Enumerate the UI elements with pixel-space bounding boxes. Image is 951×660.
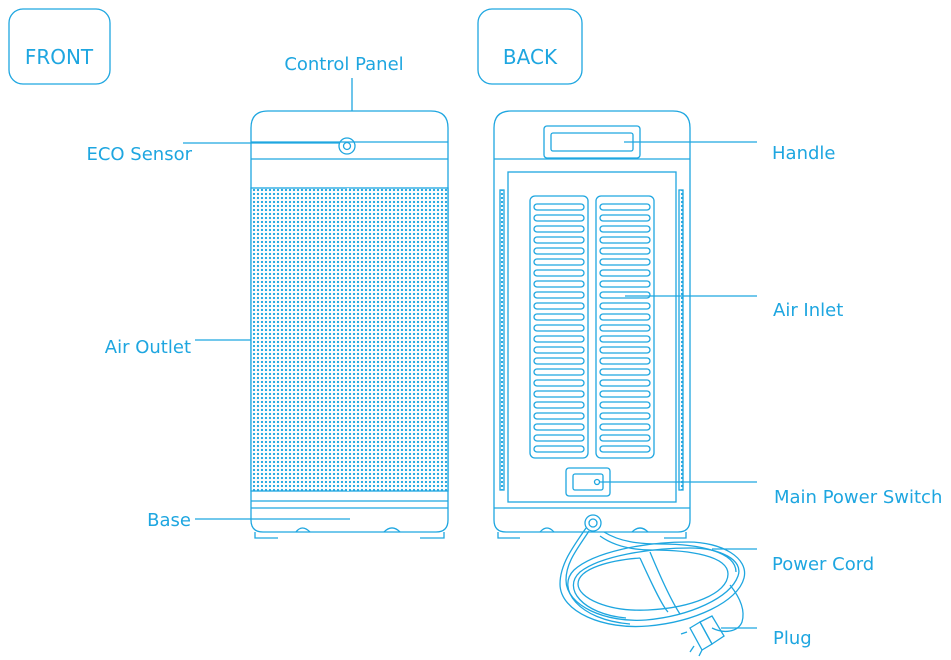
- vent-slat: [533, 390, 585, 398]
- vent-slat: [533, 368, 585, 376]
- vent-slat: [599, 390, 651, 398]
- air-inlet-panel: [507, 171, 677, 503]
- vent-slat: [533, 225, 585, 233]
- back-tag-box: [477, 8, 583, 85]
- label-air-inlet: Air Inlet: [773, 300, 843, 321]
- vent-slat: [533, 236, 585, 244]
- vent-slat: [599, 412, 651, 420]
- label-base: Base: [147, 510, 191, 531]
- vent-slat: [599, 434, 651, 442]
- label-eco-sensor: ECO Sensor: [86, 144, 192, 165]
- vent-slat: [533, 401, 585, 409]
- vent-slat: [599, 379, 651, 387]
- vent-slat: [533, 346, 585, 354]
- air-inlet-vents: [533, 203, 651, 453]
- vent-slat: [599, 203, 651, 211]
- cord-grommet: [584, 514, 602, 532]
- vent-slat: [533, 280, 585, 288]
- vent-slat: [599, 291, 651, 299]
- back-body-outline: [493, 110, 691, 533]
- vent-slat: [599, 269, 651, 277]
- vent-slat: [533, 335, 585, 343]
- vent-slat: [599, 423, 651, 431]
- label-main-power-switch: Main Power Switch: [774, 487, 942, 508]
- back-tag: BACK: [503, 45, 558, 69]
- front-feet: [254, 527, 445, 539]
- vent-slat: [533, 291, 585, 299]
- vent-slat: [533, 379, 585, 387]
- vent-slat: [533, 434, 585, 442]
- vent-slat: [533, 258, 585, 266]
- vent-slat: [533, 357, 585, 365]
- vent-slat: [533, 247, 585, 255]
- back-view: [477, 8, 757, 657]
- vent-slat: [599, 335, 651, 343]
- vent-slat: [599, 280, 651, 288]
- label-air-outlet: Air Outlet: [105, 337, 191, 358]
- vent-slat: [599, 302, 651, 310]
- vent-slat: [599, 324, 651, 332]
- air-outlet-grille: [250, 187, 449, 492]
- vent-slat: [533, 214, 585, 222]
- front-view: [8, 8, 449, 539]
- vent-slat: [599, 368, 651, 376]
- vent-slat: [599, 357, 651, 365]
- vent-slat: [599, 401, 651, 409]
- vent-slat: [599, 214, 651, 222]
- vent-slat: [599, 236, 651, 244]
- vent-slat: [533, 423, 585, 431]
- vent-slat: [533, 412, 585, 420]
- plug-icon: [680, 615, 725, 657]
- vent-slat: [599, 313, 651, 321]
- vent-slat: [533, 313, 585, 321]
- vent-slat: [599, 445, 651, 453]
- power-cord-icon: [559, 527, 746, 633]
- label-handle: Handle: [772, 143, 835, 164]
- label-plug: Plug: [773, 628, 812, 649]
- vent-slat: [599, 247, 651, 255]
- vent-slat: [533, 302, 585, 310]
- vent-slat: [533, 445, 585, 453]
- vent-slat: [599, 258, 651, 266]
- eco-sensor-icon: [338, 137, 356, 155]
- vent-slat: [533, 324, 585, 332]
- vent-slat: [533, 203, 585, 211]
- front-tag-box: [8, 8, 111, 85]
- label-power-cord: Power Cord: [772, 554, 874, 575]
- front-tag: FRONT: [25, 45, 94, 69]
- vent-slat: [533, 269, 585, 277]
- vent-slat: [599, 346, 651, 354]
- vent-slat: [599, 225, 651, 233]
- label-control-panel: Control Panel: [284, 54, 403, 75]
